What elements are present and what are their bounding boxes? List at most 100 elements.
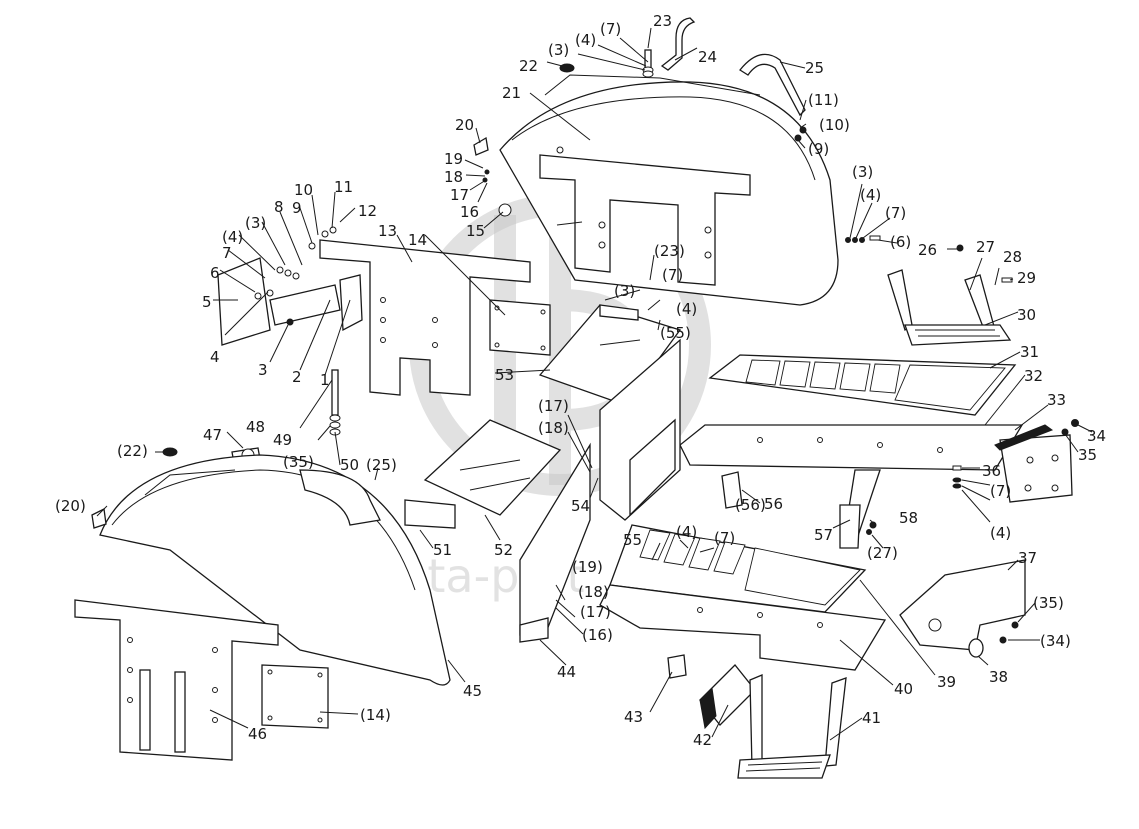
label-23: 23 — [653, 12, 672, 30]
label-10: 10 — [294, 181, 313, 199]
label-p17b: (17) — [580, 603, 611, 621]
label-p17a: (17) — [538, 397, 569, 415]
platform-39 — [609, 524, 867, 613]
bracket-33 — [994, 419, 1079, 503]
label-p35b: (35) — [1033, 594, 1064, 612]
label-24: 24 — [698, 48, 717, 66]
label-p3c: (3) — [614, 282, 635, 300]
label-p3a: (3) — [548, 41, 569, 59]
label-1: 1 — [320, 371, 330, 389]
label-p7b: (7) — [885, 204, 906, 222]
label-26: 26 — [918, 241, 937, 259]
label-p14: (14) — [360, 706, 391, 724]
label-p23: (23) — [654, 242, 685, 260]
callout-labels: 1 2 3 4 5 6 7 8 9 10 11 12 13 14 15 16 1… — [55, 12, 1106, 749]
bracket-13 — [319, 239, 531, 396]
label-11: 11 — [334, 178, 353, 196]
label-49: 49 — [273, 431, 292, 449]
step-30 — [887, 244, 1013, 346]
label-41: 41 — [862, 709, 881, 727]
label-57: 57 — [814, 526, 833, 544]
label-15: 15 — [466, 222, 485, 240]
leader-lines — [96, 27, 1093, 741]
label-53: 53 — [495, 366, 514, 384]
floor-plate-32 — [679, 424, 1024, 546]
label-22: 22 — [519, 57, 538, 75]
label-54: 54 — [571, 497, 590, 515]
clip-43 — [667, 654, 687, 679]
bracket-5 — [217, 257, 271, 346]
label-p20: (20) — [55, 497, 86, 515]
label-39: 39 — [937, 673, 956, 691]
label-18: 18 — [444, 168, 463, 186]
label-42: 42 — [693, 731, 712, 749]
label-p7d: (7) — [990, 482, 1011, 500]
label-32: 32 — [1024, 367, 1043, 385]
label-2: 2 — [292, 368, 302, 386]
label-21: 21 — [502, 84, 521, 102]
front-fender-45 — [91, 447, 451, 686]
label-30: 30 — [1017, 306, 1036, 324]
bracket-57 — [839, 504, 877, 549]
label-36: 36 — [982, 462, 1001, 480]
label-p7e: (7) — [714, 529, 735, 547]
step-41 — [737, 674, 847, 779]
label-5: 5 — [202, 293, 212, 311]
label-p18a: (18) — [538, 419, 569, 437]
label-p11: (11) — [808, 91, 839, 109]
label-8: 8 — [274, 198, 284, 216]
bracket-46 — [74, 599, 279, 761]
label-29: 29 — [1017, 269, 1036, 287]
panel-52 — [423, 419, 562, 516]
label-16: 16 — [460, 203, 479, 221]
bracket-2 — [269, 284, 341, 326]
bracket-42 — [699, 664, 756, 730]
label-40: 40 — [894, 680, 913, 698]
label-p22: (22) — [117, 442, 148, 460]
bracket-37 — [899, 559, 1026, 651]
label-p3b: (3) — [852, 163, 873, 181]
label-38: 38 — [989, 668, 1008, 686]
fastener-36-group — [952, 465, 962, 489]
label-33: 33 — [1047, 391, 1066, 409]
bracket-51 — [404, 499, 456, 529]
label-44: 44 — [557, 663, 576, 681]
bracket-1 — [339, 274, 363, 332]
label-45: 45 — [463, 682, 482, 700]
plate-14 — [489, 299, 551, 356]
label-p7c: (7) — [662, 266, 683, 284]
label-p34: (34) — [1040, 632, 1071, 650]
ring-38 — [968, 638, 984, 658]
panel-54 — [599, 338, 681, 521]
label-20: 20 — [455, 116, 474, 134]
label-58: 58 — [899, 509, 918, 527]
label-p4d: (4) — [990, 524, 1011, 542]
label-50: 50 — [340, 456, 359, 474]
label-p4c: (4) — [676, 300, 697, 318]
platform-31 — [708, 354, 1017, 416]
label-28: 28 — [1003, 248, 1022, 266]
label-17: 17 — [450, 186, 469, 204]
label-p55: (55) — [660, 324, 691, 342]
label-p3d: (3) — [245, 214, 266, 232]
label-p35a: (35) — [283, 453, 314, 471]
label-p27: (27) — [867, 544, 898, 562]
label-p6: (6) — [890, 233, 911, 251]
label-55: 55 — [623, 531, 642, 549]
fastener-column-right — [794, 126, 881, 243]
label-7: 7 — [222, 244, 232, 262]
label-48: 48 — [246, 418, 265, 436]
bracket-56 — [721, 471, 743, 509]
label-p4b: (4) — [860, 186, 881, 204]
cover-53 — [538, 304, 682, 406]
label-43: 43 — [624, 708, 643, 726]
label-37: 37 — [1018, 549, 1037, 567]
rear-fender-21 — [499, 74, 839, 306]
label-14: 14 — [408, 231, 427, 249]
label-31: 31 — [1020, 343, 1039, 361]
label-13: 13 — [378, 222, 397, 240]
bolt-48 — [329, 369, 341, 436]
label-p16: (16) — [582, 626, 613, 644]
